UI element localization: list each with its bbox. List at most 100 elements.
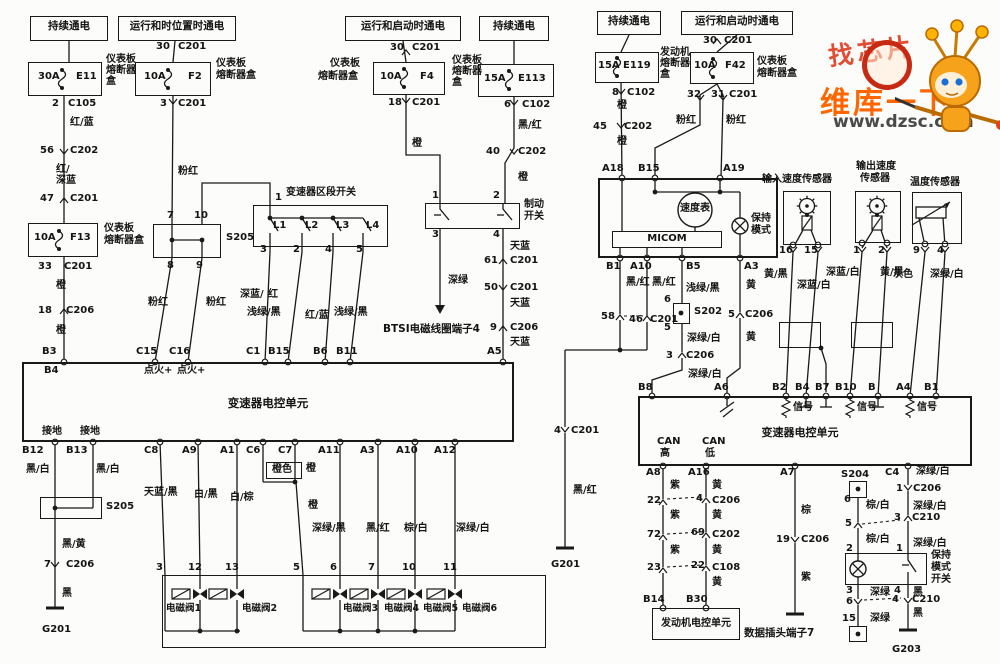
- wire: [785, 251, 794, 397]
- diagram-label: 黑/黄: [62, 539, 86, 550]
- diagram-label: F13: [70, 232, 91, 243]
- diagram-label: 运行和启动时通电: [695, 15, 779, 27]
- diagram-label: C202: [624, 121, 653, 132]
- diagram-label: 72: [647, 529, 661, 540]
- connector-chevron-icon: [498, 284, 508, 291]
- diagram-label: G201: [42, 624, 72, 635]
- connector-chevron-icon: [735, 312, 745, 319]
- wire: [722, 408, 734, 418]
- junction-dot: [299, 215, 305, 221]
- diagram-label: 4: [894, 585, 901, 596]
- diagram-label: 6: [504, 99, 511, 110]
- wire: [287, 251, 303, 363]
- diagram-label: 深绿/白: [916, 466, 950, 477]
- diagram-label: 持续通电: [608, 15, 650, 27]
- diagram-label: 橙: [308, 500, 318, 511]
- diagram-label: B: [868, 382, 876, 393]
- diagram-label: 9: [913, 245, 920, 256]
- connector-chevron-icon: [509, 99, 519, 106]
- shield-box: [779, 322, 821, 348]
- diagram-label: 开关: [524, 211, 544, 222]
- diagram-label: 61: [484, 255, 498, 266]
- diagram-label: A9: [182, 445, 197, 456]
- diagram-label: 输出速度: [856, 161, 896, 172]
- diagram-label: 仪表板: [216, 58, 246, 69]
- junction-box-s205: [153, 224, 221, 258]
- connector-chevron-icon: [401, 97, 411, 104]
- diagram-label: B1: [606, 261, 621, 272]
- header-box: [597, 11, 661, 35]
- wire: [620, 82, 623, 179]
- instrument-cluster-box: [598, 178, 778, 258]
- valve-icon: [200, 589, 207, 599]
- diagram-label: L1: [273, 220, 287, 231]
- fuse-terminal: [57, 229, 61, 233]
- resistor-icon: [904, 398, 916, 418]
- variable-resistor-icon: [915, 206, 947, 219]
- diagram-label: 黑: [62, 588, 72, 599]
- diagram-label: 点火+: [144, 365, 173, 376]
- diagram-label: 8: [167, 260, 174, 271]
- fuse-box: [28, 62, 102, 96]
- fuse-terminal: [615, 74, 619, 78]
- diagram-label: 2: [293, 244, 300, 255]
- wire: [907, 553, 917, 573]
- diagram-label: 15: [842, 613, 856, 624]
- wire: [909, 251, 926, 397]
- wire: [405, 95, 441, 203]
- solenoid-block-box: [162, 575, 546, 648]
- diagram-label: 深蓝: [56, 175, 76, 186]
- diagram-label: 15A: [598, 60, 620, 71]
- diagram-label: 10A: [144, 71, 166, 82]
- junction-dot: [412, 628, 418, 634]
- diagram-label: 粉红: [206, 297, 226, 308]
- connector-chevron-icon: [701, 532, 711, 539]
- diagram-label: C201: [571, 425, 600, 436]
- diagram-label: 2: [846, 543, 853, 554]
- diagram-label: C201: [178, 98, 207, 109]
- diagram-label: 4: [892, 594, 899, 605]
- fuse-terminal: [402, 85, 406, 89]
- diagram-label: 发动机: [660, 47, 690, 58]
- resistor-icon: [780, 398, 792, 418]
- diagram-label: 深绿/白: [913, 501, 947, 512]
- diagram-label: 3: [156, 562, 163, 573]
- diagram-label: C201: [650, 314, 679, 325]
- diagram-label: C206: [66, 305, 95, 316]
- hold-mode-switch-box: [845, 553, 927, 585]
- diagram-label: 运行和启动时通电: [361, 20, 445, 32]
- diagram-label: 天蓝: [510, 298, 530, 309]
- connector-link: [861, 519, 901, 525]
- diagram-label: 深绿: [448, 275, 468, 286]
- diagram-label: 30A: [38, 71, 60, 82]
- diagram-label: 3: [160, 98, 167, 109]
- diagram-label: 高: [660, 448, 670, 459]
- diagram-label: S202: [694, 306, 723, 317]
- diagram-label: 8: [612, 87, 619, 98]
- diagram-label: 变速器电控单元: [227, 396, 309, 410]
- diagram-label: F4: [420, 71, 434, 82]
- diagram-label: B8: [638, 382, 653, 393]
- diagram-label: 熔断器盒: [757, 68, 797, 79]
- output-speed-sensor-box: [855, 191, 901, 243]
- diagram-label: 9: [196, 260, 203, 271]
- diagram-label: S205: [226, 232, 255, 243]
- diagram-label: 接地: [42, 426, 62, 437]
- diagram-label: C202: [70, 145, 99, 156]
- diagram-label: 黑/红: [573, 485, 597, 496]
- diagram-label: 22: [691, 560, 705, 571]
- header-box: [345, 16, 461, 41]
- diagram-label: B2: [772, 382, 787, 393]
- fuse-icon: [399, 68, 409, 88]
- diagram-label: 3: [894, 512, 901, 523]
- diagram-label: L4: [366, 220, 380, 231]
- junction-dot: [617, 347, 623, 353]
- fuse-icon: [54, 230, 64, 250]
- diagram-label: 电磁阀1: [166, 603, 202, 614]
- valve-icon: [237, 589, 244, 599]
- diagram-label: B30: [686, 594, 708, 605]
- diagram-label: A4: [896, 382, 911, 393]
- diagram-label: B1: [924, 382, 939, 393]
- diagram-label: 棕/白: [404, 523, 428, 534]
- wire: [439, 203, 450, 221]
